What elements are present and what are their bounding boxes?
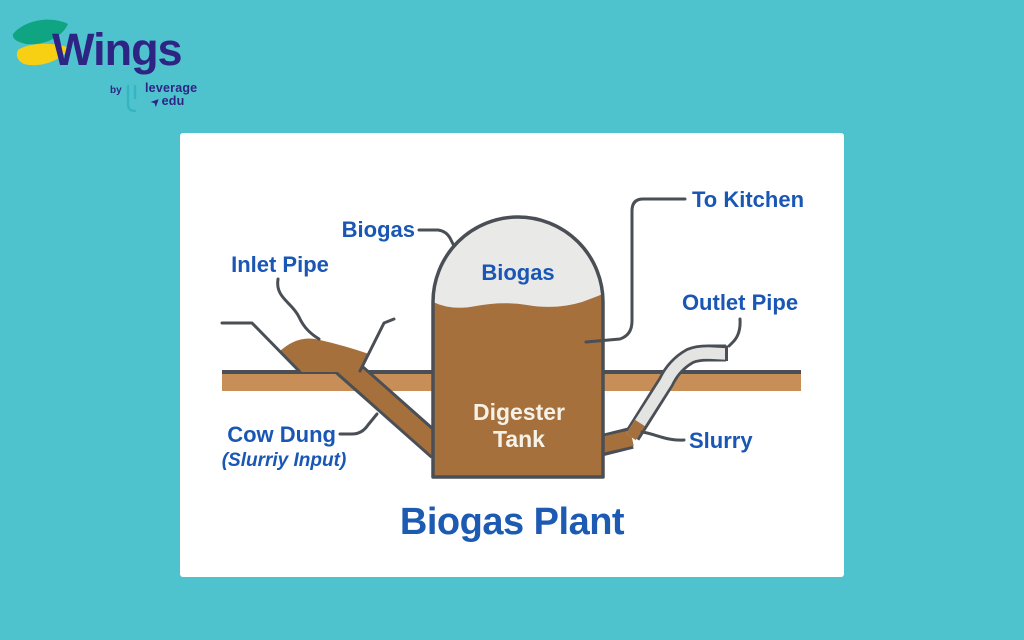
biogas-plant-diagram: Biogas Inlet Pipe To Kitchen Outlet Pipe… (220, 187, 804, 543)
diagram-title: Biogas Plant (400, 501, 625, 543)
inlet-funnel (220, 317, 396, 374)
leader-outlet-pipe (727, 317, 742, 348)
label-cow-dung: Cow Dung (227, 422, 336, 447)
label-biogas-callout: Biogas (342, 217, 415, 242)
leader-inlet-pipe (276, 277, 321, 341)
label-inlet-pipe: Inlet Pipe (231, 252, 329, 277)
pencil-icon (126, 84, 137, 113)
by-label: by (110, 85, 122, 96)
leader-to-kitchen (584, 197, 687, 344)
label-slurry: Slurry (689, 428, 753, 453)
leader-biogas (417, 228, 456, 248)
leverage-edu-wordmark: leverage ➤edu (145, 81, 198, 110)
label-to-kitchen: To Kitchen (692, 187, 804, 212)
wings-wing-icon (12, 19, 70, 66)
diagram-card: Biogas Inlet Pipe To Kitchen Outlet Pipe… (180, 133, 844, 577)
leader-cow-dung (338, 412, 379, 436)
wings-logo: Wings by leverage ➤edu (8, 6, 218, 121)
label-biogas-inside-dome: Biogas (481, 260, 554, 285)
inlet-channel (334, 354, 448, 459)
label-outlet-pipe: Outlet Pipe (682, 290, 798, 315)
leader-slurry (640, 430, 686, 442)
slurry-in-pipe (626, 419, 645, 441)
digester-tank (431, 215, 605, 479)
leverage-text: leverage (145, 81, 198, 95)
label-digester-tank: Tank (493, 426, 545, 452)
label-digester: Digester (473, 399, 565, 425)
brand-name: Wings (52, 24, 183, 75)
cow-dung-heap (279, 338, 369, 372)
edu-text-line: ➤edu (149, 94, 197, 110)
label-cow-dung-sub: (Slurriy Input) (222, 450, 347, 471)
edu-text: edu (161, 94, 185, 108)
tank-slurry-fill (433, 294, 603, 477)
